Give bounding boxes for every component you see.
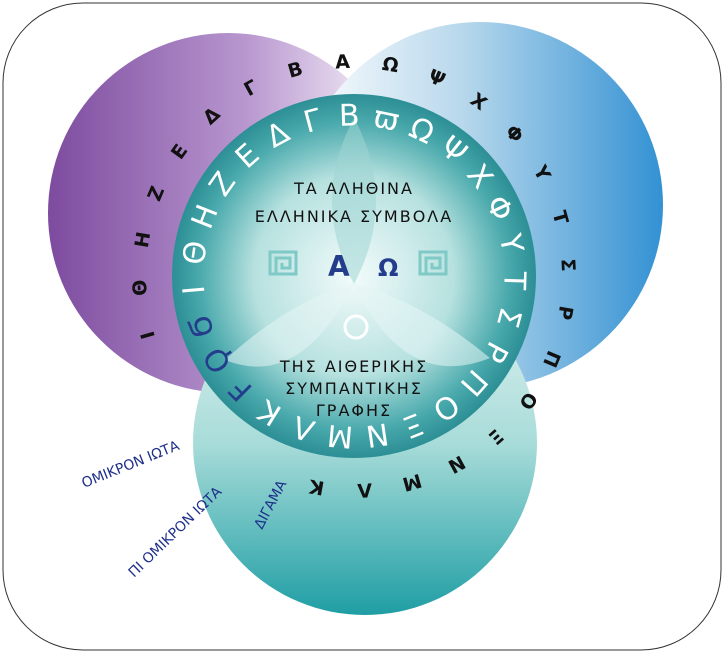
outer-letter-1: Θ	[129, 279, 152, 296]
outer-letter-7: Β	[285, 58, 305, 83]
meander-right-icon	[418, 250, 448, 276]
inner-letter-0: Ι	[177, 284, 213, 296]
inner-letter-20: Ν	[364, 415, 391, 453]
outer-letter-17: Π	[538, 347, 564, 370]
inner-letter-21: Μ	[326, 417, 355, 454]
outer-letter-22: Λ	[357, 478, 373, 501]
bottom-line-2: ΣΥΜΠΑΝΤΙΚΗΣ	[285, 379, 423, 398]
title-line-1: ΤΑ ΑΛΗΘΙΝΑ	[293, 179, 414, 198]
outer-letter-2: Η	[131, 230, 155, 249]
inner-letter-7: Β	[338, 98, 360, 134]
outer-letter-9: Ω	[381, 53, 401, 77]
outer-letter-15: Σ	[556, 258, 579, 272]
outer-letter-16: Ρ	[553, 304, 577, 322]
outer-letter-23: Κ	[306, 474, 326, 498]
alpha-symbol: Α	[328, 250, 350, 283]
outer-letter-8: Α	[335, 51, 351, 74]
title-line-2: ΕΛΛΗΝΙΚΑ ΣΥΜΒΟΛΑ	[255, 207, 453, 226]
meander-left-icon	[268, 250, 298, 276]
inner-letter-1: Θ	[177, 239, 215, 267]
inner-letter-14: Τ	[496, 270, 532, 291]
omega-symbol: Ω	[378, 254, 398, 282]
omicron-circle-icon	[343, 314, 369, 340]
trinity-petals	[225, 118, 490, 367]
outer-letter-14: Τ	[548, 208, 573, 226]
outer-letter-10: Ψ	[425, 65, 448, 92]
bottom-line-3: ΓΡΑΦΗΣ	[316, 401, 392, 420]
bottom-line-1: ΤΗΣ ΑΙΘΕΡΙΚΗΣ	[279, 357, 428, 376]
